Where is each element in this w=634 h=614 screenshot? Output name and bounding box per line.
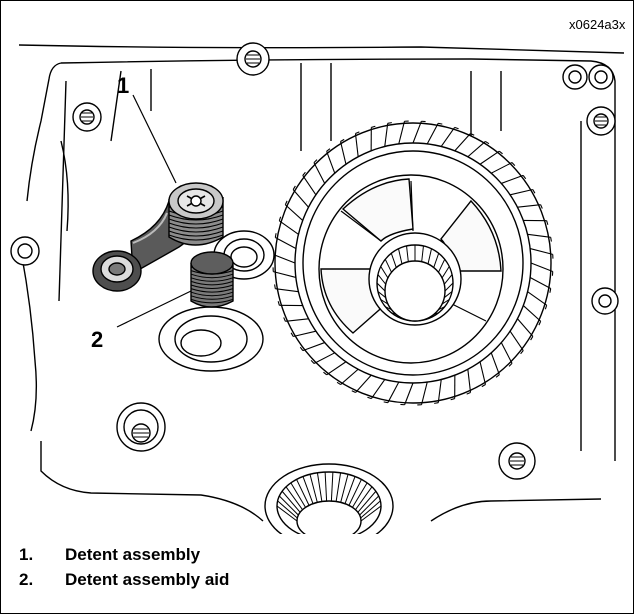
- legend-item: 2. Detent assembly aid: [19, 567, 229, 592]
- bolt-right-middle: [591, 287, 619, 315]
- callout-2-number: 2: [91, 327, 104, 352]
- bolt-bottom-right: [498, 442, 536, 480]
- bolt-bottom-left: [116, 402, 166, 452]
- callout-2-leader: [116, 290, 192, 328]
- callout-1-leader: [132, 94, 177, 184]
- legend-item: 1. Detent assembly: [19, 542, 229, 567]
- legend-item-number: 2.: [19, 570, 34, 589]
- detent-assembly: [92, 182, 224, 292]
- image-code: x0624a3x: [569, 17, 626, 32]
- callout-1-number: 1: [117, 73, 130, 98]
- legend-item-number: 1.: [19, 545, 34, 564]
- bolt-right-upper: [586, 106, 616, 136]
- aid-seat-ring: [158, 306, 264, 372]
- transmission-illustration: [10, 42, 624, 534]
- bottom-bearing: [264, 463, 394, 534]
- legend-item-label: Detent assembly: [65, 545, 201, 564]
- detent-assembly-aid: [190, 251, 234, 308]
- housing-outline: [18, 44, 624, 522]
- bolt-left-middle: [10, 236, 40, 266]
- legend: 1. Detent assembly 2. Detent assembly ai…: [19, 542, 229, 592]
- bolt-top-right-pair: [562, 64, 614, 90]
- helical-gear: [272, 120, 554, 406]
- legend-item-label: Detent assembly aid: [65, 570, 230, 589]
- bolt-top-center: [236, 42, 270, 76]
- bolt-top-left: [72, 102, 102, 132]
